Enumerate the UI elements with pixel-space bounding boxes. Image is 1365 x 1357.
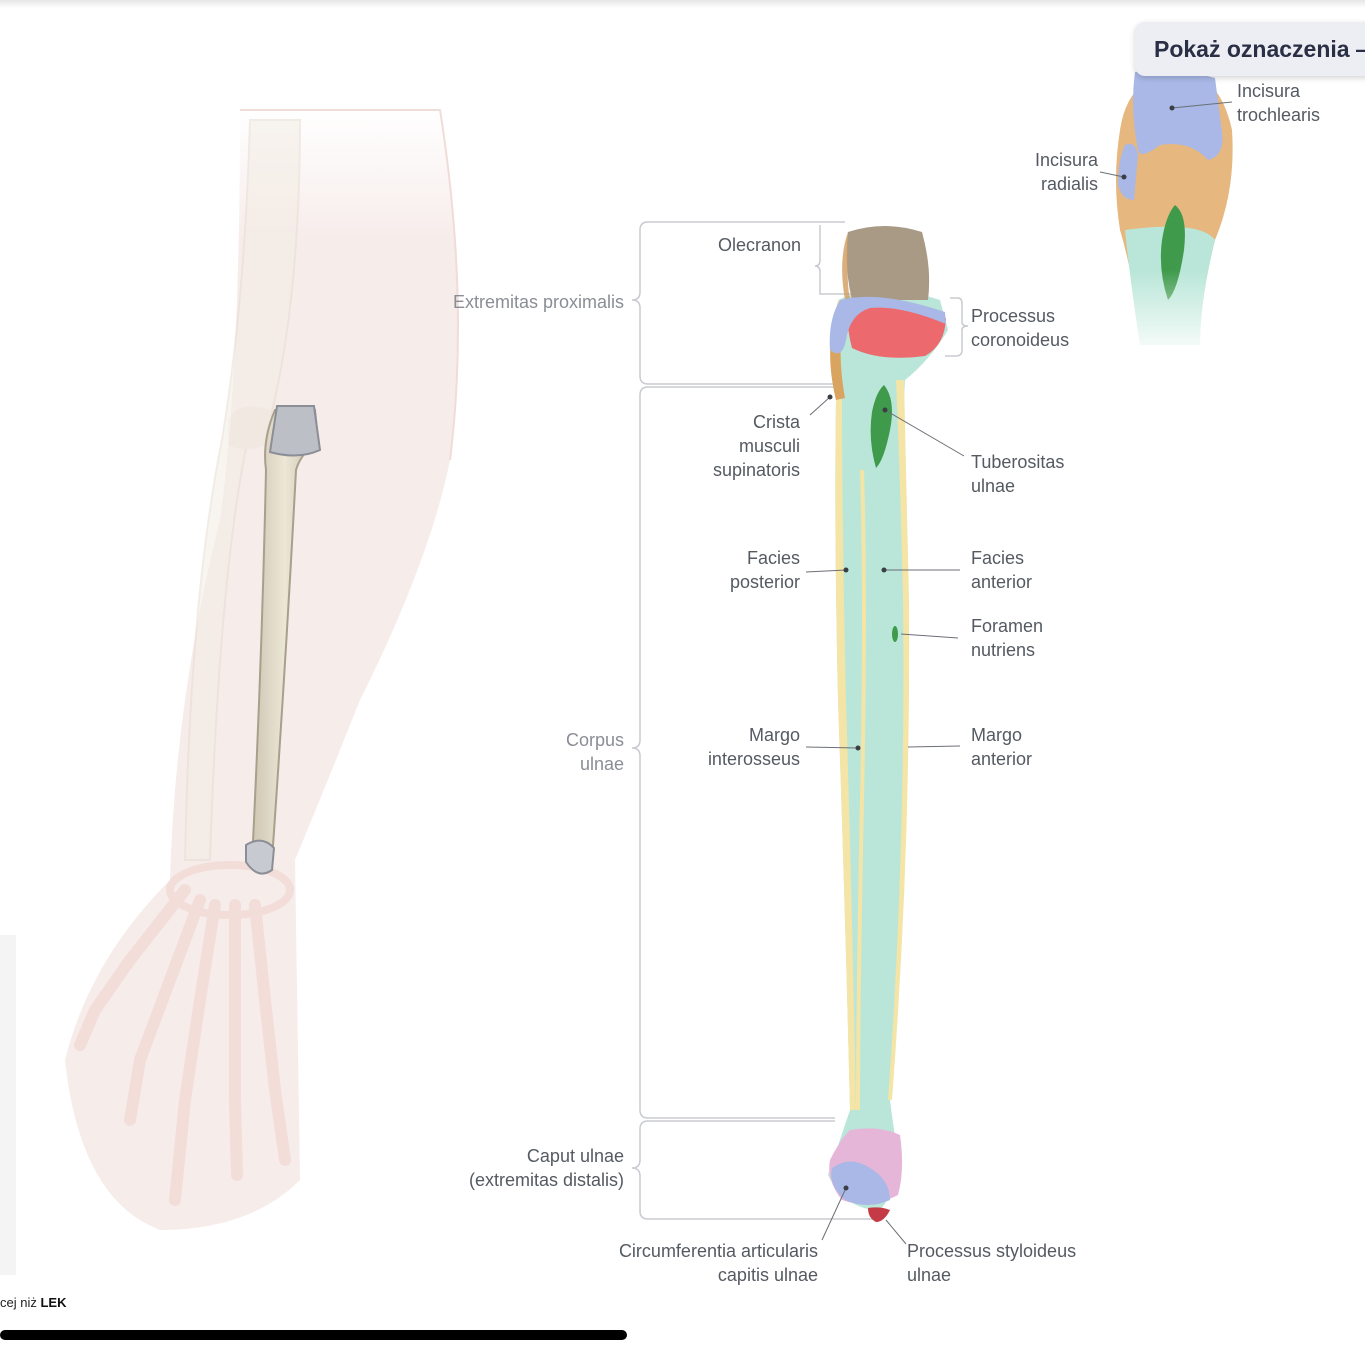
label-crista-musculi-supinatoris: Crista musculi supinatoris xyxy=(712,412,800,480)
label-caput-ulnae: Caput ulnae (extremitas distalis) xyxy=(468,1146,624,1190)
label-processus-coronoideus: Processus coronoideus xyxy=(971,306,1070,350)
label-circumferentia-articularis: Circumferentia articularis capitis ulnae xyxy=(618,1241,818,1285)
label-margo-anterior: Margo anterior xyxy=(971,725,1033,769)
ulna-bone-in-arm xyxy=(245,405,322,875)
leader-dots xyxy=(827,105,1175,1191)
side-panel-edge xyxy=(0,935,16,1275)
leader-lines xyxy=(805,101,1233,1245)
horizontal-scrollbar[interactable] xyxy=(0,1330,627,1340)
label-incisura-radialis: Incisura radialis xyxy=(1034,150,1098,194)
footer-prefix: cej niż xyxy=(0,1295,41,1310)
label-margo-interosseus: Margo interosseus xyxy=(707,725,800,769)
top-bar xyxy=(0,0,1365,8)
label-facies-anterior: Facies anterior xyxy=(971,548,1033,592)
region-brackets xyxy=(631,221,969,1220)
label-corpus-ulnae: Corpus ulnae xyxy=(565,730,624,774)
footer-note: cej niż LEK xyxy=(0,1295,66,1310)
show-labels-text: Pokaż oznaczenia — xyxy=(1154,35,1365,62)
label-extremitas-proximalis: Extremitas proximalis xyxy=(452,292,624,312)
label-incisura-trochlearis: Incisura trochlearis xyxy=(1237,81,1321,125)
label-processus-styloideus: Processus styloideus ulnae xyxy=(907,1241,1077,1285)
label-tuberositas-ulnae: Tuberositas ulnae xyxy=(971,452,1065,496)
ulna-inset xyxy=(1100,60,1250,360)
label-foramen-nutriens: Foramen nutriens xyxy=(971,616,1044,660)
show-labels-toggle[interactable]: Pokaż oznaczenia — xyxy=(1135,22,1365,76)
radius-bone xyxy=(183,119,302,861)
label-facies-posterior: Facies posterior xyxy=(729,548,800,592)
hand-bones xyxy=(74,861,294,1206)
footer-bold: LEK xyxy=(40,1295,67,1310)
label-olecranon: Olecranon xyxy=(717,235,801,255)
ulna-colored xyxy=(828,226,948,1222)
